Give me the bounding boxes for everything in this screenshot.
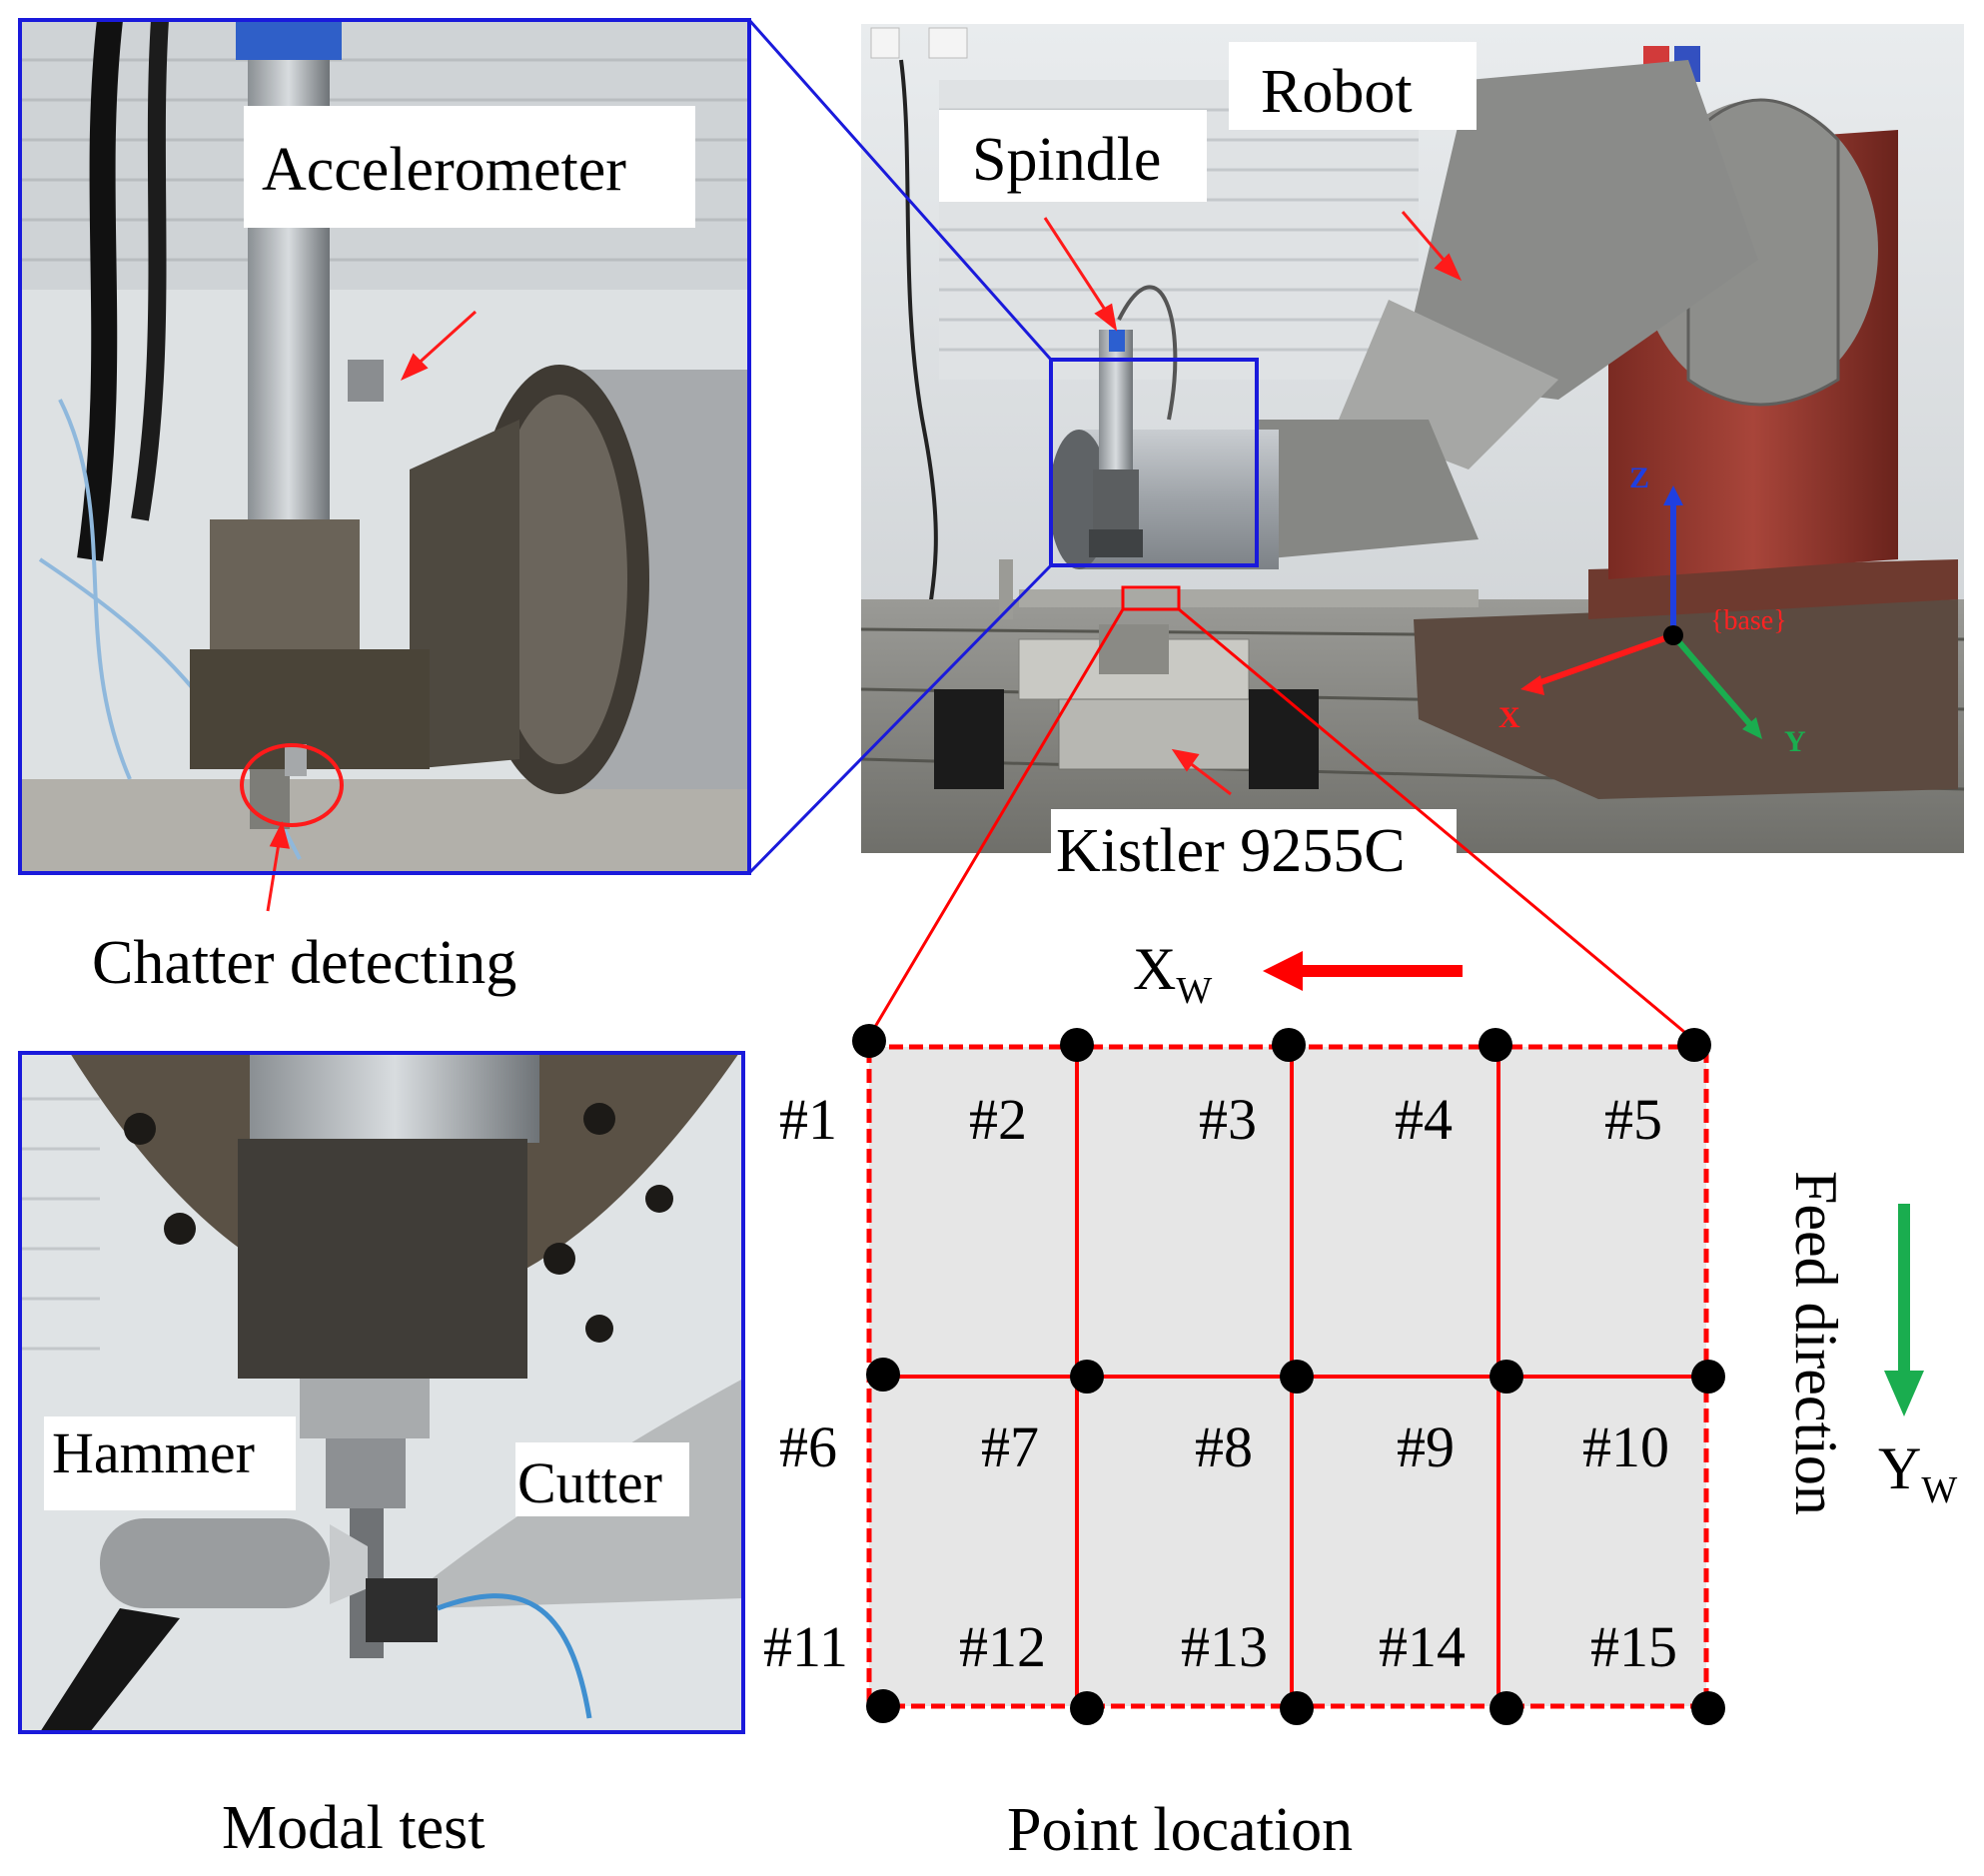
cutter-label: Cutter — [517, 1450, 662, 1515]
axis-z-label: Z — [1629, 462, 1649, 494]
point-label-6: #6 — [779, 1414, 837, 1479]
hammer-label: Hammer — [52, 1420, 255, 1485]
spindle-label: Spindle — [972, 126, 1161, 194]
impact-hammer — [40, 1518, 368, 1732]
workpiece-region-marker — [1121, 585, 1181, 611]
point-location-caption: Point location — [1007, 1796, 1353, 1864]
spindle-assembly — [1089, 285, 1178, 557]
yw-label: YW — [1878, 1435, 1957, 1511]
point-label-3: #3 — [1199, 1087, 1257, 1152]
point-label-8: #8 — [1195, 1414, 1253, 1479]
robot-arm — [1049, 60, 1958, 799]
xw-arrow — [1263, 951, 1303, 991]
point-label-12: #12 — [959, 1614, 1046, 1679]
kistler-dynamometer — [934, 624, 1319, 789]
spindle-zoom-frame — [1049, 358, 1259, 567]
spindle-closeup-photo: Accelerometer — [20, 18, 749, 912]
xw-label: XW — [1133, 936, 1212, 1012]
chatter-sensor-highlight — [240, 743, 344, 827]
point-label-1: #1 — [779, 1087, 837, 1152]
spindle-flange — [410, 365, 749, 794]
modal-test-photo: Hammer Cutter — [20, 1053, 743, 1732]
base-frame-label: {base} — [1710, 605, 1787, 636]
robot-photo: Z X Y {base} Robot Spindle Kistler 9255C — [860, 24, 1965, 885]
axis-y-label: Y — [1784, 725, 1806, 758]
chatter-detecting-label: Chatter detecting — [92, 929, 516, 997]
feed-direction-label: Feed direction — [1783, 1171, 1849, 1515]
feed-direction-arrow — [1884, 1371, 1924, 1416]
point-label-10: #10 — [1582, 1414, 1669, 1479]
point-label-5: #5 — [1604, 1087, 1662, 1152]
point-label-14: #14 — [1379, 1614, 1466, 1679]
point-label-11: #11 — [763, 1614, 848, 1679]
point-label-13: #13 — [1181, 1614, 1268, 1679]
kistler-label: Kistler 9255C — [1056, 817, 1406, 885]
point-label-9: #9 — [1397, 1414, 1455, 1479]
measurement-points — [852, 1024, 1725, 1725]
point-label-2: #2 — [969, 1087, 1027, 1152]
point-label-7: #7 — [981, 1414, 1039, 1479]
spindle-closeup-frame — [18, 18, 751, 875]
accelerometer-label: Accelerometer — [262, 136, 626, 204]
axis-x-label: X — [1498, 701, 1520, 734]
point-label-4: #4 — [1395, 1087, 1453, 1152]
point-label-15: #15 — [1590, 1614, 1677, 1679]
robot-label: Robot — [1261, 58, 1413, 126]
point-location-diagram: XW #1 #2 #3 #4 #5 #6 #7 #8 #9 #10 — [763, 607, 1957, 1864]
modal-test-caption: Modal test — [222, 1794, 485, 1862]
modal-test-frame — [18, 1051, 745, 1734]
base-coordinate-frame: Z X Y {base} — [1498, 462, 1806, 758]
spindle-column — [190, 20, 430, 829]
